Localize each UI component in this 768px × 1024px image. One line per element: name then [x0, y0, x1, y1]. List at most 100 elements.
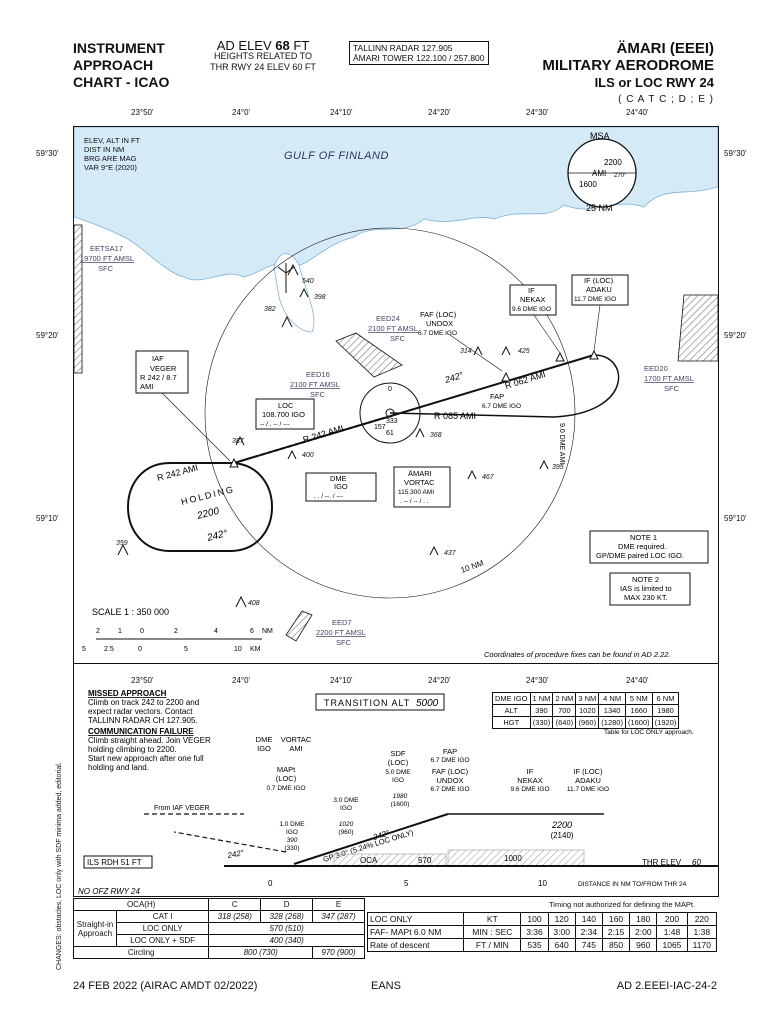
svg-text:4: 4 [214, 628, 218, 635]
svg-text:390: 390 [287, 837, 298, 844]
msa-alt-south: 1600 [579, 180, 597, 189]
cat-e-header: E [312, 898, 365, 911]
final-approach-track [233, 354, 595, 464]
footer-date: 24 FEB 2022 (AIRAC AMDT 02/2022) [73, 980, 258, 992]
ad-elev-prefix: AD ELEV [216, 38, 272, 53]
svg-text:5: 5 [82, 646, 86, 653]
svg-text:9.6 DME IGO: 9.6 DME IGO [512, 306, 551, 313]
lon-tick: 24°20' [428, 676, 451, 685]
svg-text:IGO: IGO [392, 777, 404, 784]
wind-turbine-icon [277, 263, 295, 293]
svg-text:SFC: SFC [98, 264, 114, 273]
oca-minima-table: OCA(H) C D E Straight-in Approach CAT I … [72, 898, 365, 959]
dme-box: DME IGO . . / --. / --- [305, 472, 377, 502]
legend-line: BRG ARE MAG [84, 154, 137, 163]
area-eed24 [335, 332, 403, 378]
svg-text:VEGER: VEGER [150, 364, 177, 373]
area-eed20 [677, 294, 718, 362]
svg-text:Climb straight ahead. Join VEG: Climb straight ahead. Join VEGER [88, 736, 211, 745]
svg-text:EED16: EED16 [306, 370, 330, 379]
obstacle-icon: 398 [299, 287, 326, 301]
svg-text:FAF (LOC): FAF (LOC) [420, 310, 457, 319]
svg-text:NOTE 1: NOTE 1 [630, 533, 657, 542]
lon-tick: 24°20' [428, 108, 451, 117]
plan-view-svg: GULF OF FINLAND ELEV, ALT IN FT DIST IN … [74, 127, 718, 663]
if-nekax-box: IF NEKAX 9.6 DME IGO [509, 284, 557, 316]
lat-tick-right: 59°10' [724, 514, 747, 523]
obstacles: 540 398 382 314 425 387 400 368 467 395 … [116, 263, 564, 608]
svg-text:6.7 DME IGO: 6.7 DME IGO [430, 757, 469, 764]
svg-text:387: 387 [232, 438, 245, 445]
oca-value: 570 [418, 856, 432, 865]
svg-text:10: 10 [234, 646, 242, 653]
area-eed16-label: EED16 2100 FT AMSL SFC [290, 370, 340, 399]
distance-axis: 0 5 10 DISTANCE IN NM TO/FROM THR 24 [268, 879, 687, 888]
frequency-box: TALLINN RADAR 127.905 ÄMARI TOWER 122.10… [349, 41, 489, 65]
svg-text:FAP: FAP [490, 392, 504, 401]
vortac-compass: 0 333 157 61 [359, 382, 421, 444]
dme-table-note: Table for LOC ONLY approach. [604, 729, 694, 736]
top-longitude-scale: 23°50' 24°0' 24°10' 24°20' 24°30' 24°40' [0, 108, 768, 120]
cat-c-header: C [208, 898, 262, 911]
msa-alt-north: 2200 [604, 158, 622, 167]
svg-text:TALLINN RADAR CH 127.905.: TALLINN RADAR CH 127.905. [88, 716, 198, 725]
svg-text:(960): (960) [338, 829, 353, 836]
svg-text:2200 FT AMSL: 2200 FT AMSL [316, 628, 366, 637]
dme9-label: 9.0 DME AMI [558, 423, 565, 464]
title-line-3: CHART - ICAO [73, 74, 170, 90]
svg-text:IGO: IGO [286, 829, 298, 836]
coordinates-note: Coordinates of procedure fixes can be fo… [484, 650, 671, 659]
svg-text:425: 425 [518, 348, 530, 355]
fap-label: FAP 6.7 DME IGO [482, 392, 521, 410]
svg-text:R 242 / 8.7: R 242 / 8.7 [140, 373, 177, 382]
footer-page: AD 2.EEEI-IAC-24-2 [616, 980, 717, 992]
profile-view: MISSED APPROACH Climb on track 242 to 22… [73, 662, 719, 897]
msa-brg: 270° [614, 173, 627, 179]
aerodrome-elevation: AD ELEV 68 FT HEIGHTS RELATED TO THR RWY… [188, 38, 338, 73]
svg-text:NM: NM [262, 628, 273, 635]
obstacle-label: 382 [264, 306, 276, 313]
obstacle-icon: 437 [429, 545, 457, 557]
svg-text:IGO: IGO [334, 482, 348, 491]
no-ofz-label: NO OFZ RWY 24 [78, 887, 140, 896]
svg-text:(LOC): (LOC) [388, 758, 409, 767]
svg-text:MAPt: MAPt [277, 765, 296, 774]
obstacle-icon: 425 [501, 345, 530, 356]
svg-text:holding climbing to 2200.: holding climbing to 2200. [88, 745, 177, 754]
obstacle-icon: 368 [415, 427, 442, 439]
rdh-label: ILS RDH 51 FT [87, 858, 142, 867]
aircraft-category: ( C A T C ; D ; E ) [618, 94, 714, 105]
footer-org: EANS [371, 980, 401, 992]
legend-line: DIST IN NM [84, 145, 124, 154]
aerodrome-type: MILITARY AERODROME [542, 57, 714, 74]
plan-view-map[interactable]: GULF OF FINLAND ELEV, ALT IN FT DIST IN … [73, 126, 719, 664]
lat-tick-right: 59°30' [724, 149, 747, 158]
svg-text:1020: 1020 [339, 821, 354, 828]
ten-nm-ring [204, 227, 576, 599]
svg-text:MAX 230 KT.: MAX 230 KT. [624, 593, 668, 602]
svg-text:VORTAC: VORTAC [281, 735, 312, 744]
svg-text:ADAKU: ADAKU [586, 285, 612, 294]
lon-tick: 24°40' [626, 108, 649, 117]
svg-text:TRANSITION ALT: TRANSITION ALT [324, 698, 410, 708]
glide-path [293, 813, 449, 865]
svg-text:IGO: IGO [257, 744, 271, 753]
holding-pattern [127, 462, 273, 552]
bottom-longitude-scale: 23°50' 24°0' 24°10' 24°20' 24°30' 24°40' [0, 676, 768, 688]
obstacle-icon: 408 [235, 595, 260, 608]
svg-text:UNDOX: UNDOX [426, 319, 453, 328]
svg-text:LOC: LOC [278, 401, 294, 410]
svg-text:3.0 DME: 3.0 DME [333, 797, 359, 804]
svg-text:UNDOX: UNDOX [436, 776, 463, 785]
svg-text:2100 FT AMSL: 2100 FT AMSL [368, 324, 418, 333]
dme-arc [389, 354, 620, 418]
svg-text:1980: 1980 [393, 793, 408, 800]
svg-text:IF: IF [527, 767, 534, 776]
msa-title: MSA [590, 131, 610, 141]
legend-line: VAR 9°E (2020) [84, 163, 137, 172]
svg-text:AMI: AMI [289, 744, 302, 753]
svg-text:19700 FT AMSL: 19700 FT AMSL [80, 254, 134, 263]
scale-bar: 2 1 0 2 4 6 NM 5 2.5 0 5 10 KM [82, 628, 273, 653]
ad-elev-unit: FT [293, 38, 310, 53]
svg-text:SFC: SFC [310, 390, 326, 399]
